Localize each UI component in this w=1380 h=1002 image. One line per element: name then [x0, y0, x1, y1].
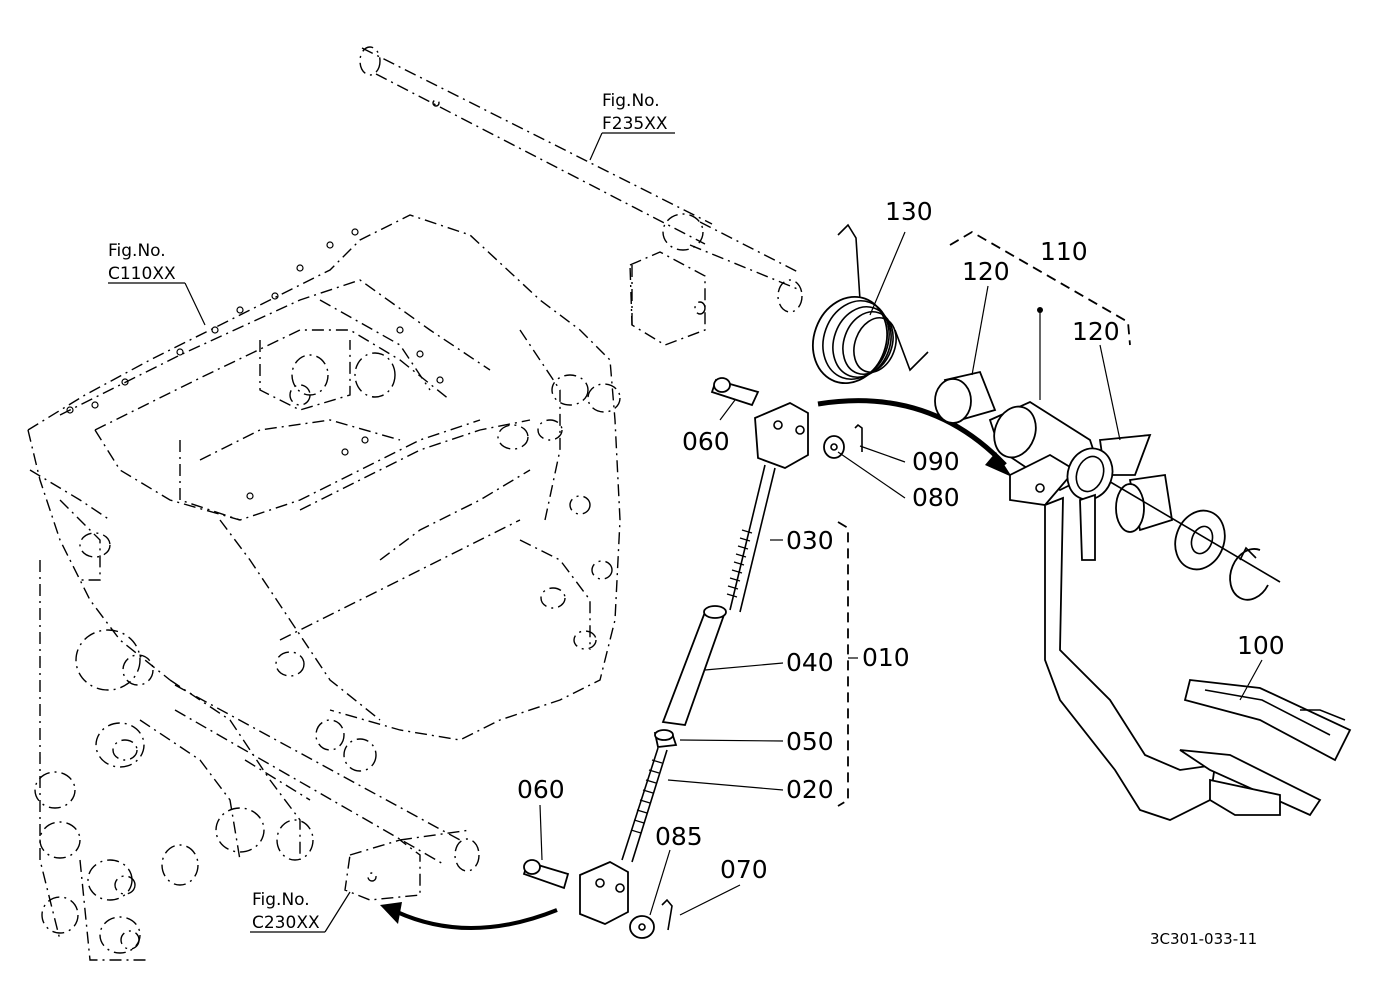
fig-ref-c110-code: C110XX — [108, 264, 176, 284]
upper-cross-shaft — [359, 46, 803, 346]
callout-085: 085 — [655, 822, 703, 851]
bushing-lower — [1115, 473, 1174, 533]
callout-130: 130 — [885, 197, 933, 226]
fig-ref-f235-label: Fig.No. — [602, 91, 660, 111]
callout-070: 070 — [720, 855, 768, 884]
transmission-housing — [27, 214, 621, 961]
diagram-code: 3C301-033-11 — [1150, 930, 1257, 948]
pedal-pad — [1179, 679, 1352, 817]
clutch-pedal-arm — [988, 307, 1217, 821]
callout-060-upper: 060 — [682, 427, 730, 456]
callout-100: 100 — [1237, 631, 1285, 660]
callout-040: 040 — [786, 648, 834, 677]
callout-060-lower: 060 — [517, 775, 565, 804]
bracket-110 — [949, 230, 1131, 346]
callout-080: 080 — [912, 483, 960, 512]
bushing-upper — [934, 370, 997, 424]
fig-ref-f235-code: F235XX — [602, 114, 668, 134]
callout-020: 020 — [786, 775, 834, 804]
callout-030: 030 — [786, 526, 834, 555]
lower-cross-shaft — [174, 684, 480, 901]
callout-110: 110 — [1040, 237, 1088, 266]
fig-ref-c230-label: Fig.No. — [252, 890, 310, 910]
leader-lines — [108, 132, 1263, 933]
callout-120-upper: 120 — [962, 257, 1010, 286]
fig-ref-c110-label: Fig.No. — [108, 241, 166, 261]
washer-right — [1174, 509, 1226, 571]
rotation-arrow-upper — [817, 398, 1012, 477]
fig-ref-c230-code: C230XX — [252, 913, 320, 933]
rod-assembly — [522, 377, 863, 939]
rotation-arrow-lower — [380, 902, 558, 930]
circlip-right — [1089, 469, 1281, 601]
callout-050: 050 — [786, 727, 834, 756]
callout-120-lower: 120 — [1072, 317, 1120, 346]
callout-010: 010 — [862, 643, 910, 672]
return-spring — [812, 223, 929, 385]
callout-090: 090 — [912, 447, 960, 476]
bracket-010 — [837, 521, 849, 807]
